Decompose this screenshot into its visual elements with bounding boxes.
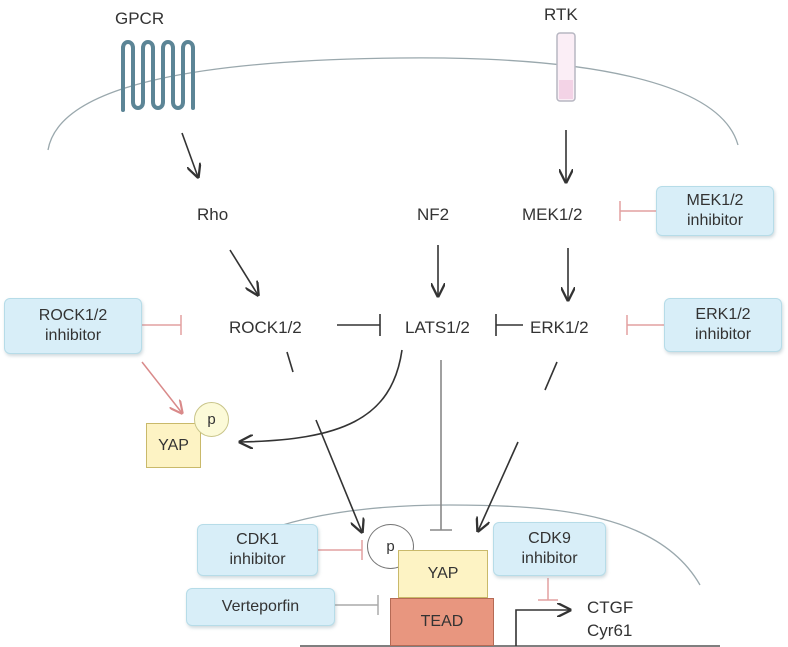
lats-label: LATS1/2 [405, 318, 470, 337]
arrow-rock-p-nucleus [315, 419, 362, 532]
erk-inhibitor-box: ERK1/2 inhibitor [664, 298, 782, 352]
inhibit-lats-yap-nucleus [430, 360, 452, 531]
rho-label: Rho [197, 205, 229, 224]
yap-cytoplasm-box: YAP [146, 423, 201, 468]
rock-inhibitor-suffix: inhibitor [44, 327, 102, 344]
rock-label: ROCK1/2 [229, 318, 302, 337]
cdk9-inhibitor-suffix: inhibitor [521, 550, 578, 567]
gpcr-label: GPCR [115, 9, 165, 28]
mek-inhibitor-suffix: inhibitor [686, 212, 744, 229]
verteporfin-label: Verteporfin [221, 598, 300, 615]
inhibit-cdk1-drug [318, 540, 363, 560]
cell-membrane [47, 57, 739, 151]
mek-label: MEK1/2 [522, 205, 583, 224]
inhibit-cdk9-drug [538, 578, 558, 601]
inhibit-erk-drug [626, 315, 664, 335]
inhibit-mek-drug [619, 201, 656, 221]
phospho-cytoplasm-circle: p [194, 402, 229, 437]
erk-inhibitor-suffix: inhibitor [694, 326, 752, 343]
cdk1-inhibitor-suffix: inhibitor [229, 551, 286, 568]
phospho-cytoplasm-label: p [207, 411, 216, 428]
mek-inhibitor-box: MEK1/2 inhibitor [656, 186, 774, 236]
rock-inhibitor-box: ROCK1/2 inhibitor [4, 298, 142, 354]
target-gene-ctgf: CTGF [587, 598, 634, 617]
inhibit-verteporfin [335, 595, 379, 615]
arrow-rho-rock [229, 249, 258, 295]
arrow-gpcr-rho [181, 132, 198, 177]
rock-inhibitor-name: ROCK1/2 [38, 307, 108, 324]
arrow-rock-drug-yap [141, 361, 182, 413]
arrow-lats-yap-cytoplasm [240, 349, 403, 442]
yap-cytoplasm-label: YAP [158, 436, 189, 454]
erk-inhibitor-name: ERK1/2 [695, 306, 751, 323]
cdk1-inhibitor-name: CDK1 [236, 531, 279, 548]
tead-box: TEAD [390, 598, 494, 646]
tead-label: TEAD [420, 613, 464, 630]
target-gene-cyr61: Cyr61 [587, 621, 633, 640]
yap-nucleus-box: YAP [398, 550, 488, 598]
cdk1-inhibitor-box: CDK1 inhibitor [197, 524, 318, 576]
arrow-erk-yap-nucleus [478, 441, 519, 531]
inhibit-rock-lats [337, 314, 381, 336]
transcription-start-arrow [515, 610, 570, 646]
phospho-nucleus-circle: p [367, 524, 414, 569]
mek-inhibitor-name: MEK1/2 [686, 192, 744, 209]
verteporfin-box: Verteporfin [186, 588, 335, 626]
cdk9-inhibitor-name: CDK9 [528, 530, 571, 547]
erk-label: ERK1/2 [530, 318, 589, 337]
inhibit-erk-lats [495, 314, 523, 336]
gpcr-receptor-icon [121, 40, 195, 112]
inhibit-rock-drug [142, 315, 182, 335]
cdk9-inhibitor-box: CDK9 inhibitor [493, 522, 606, 576]
phospho-nucleus-label: p [386, 538, 395, 555]
yap-nucleus-label: YAP [427, 565, 459, 582]
rtk-label: RTK [544, 5, 578, 24]
nf2-label: NF2 [417, 205, 450, 224]
